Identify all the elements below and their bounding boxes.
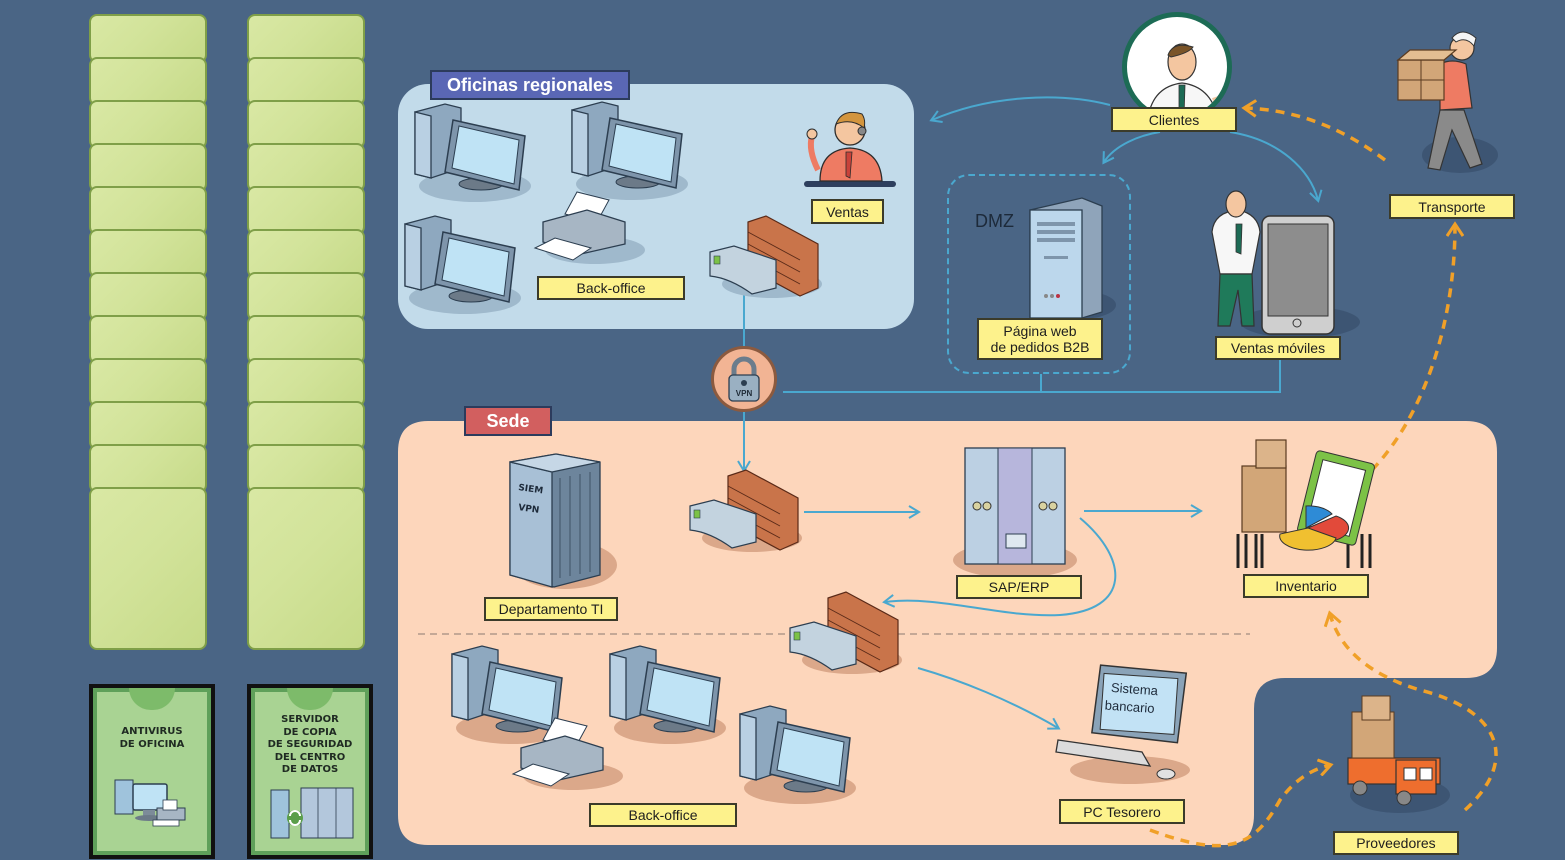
firewall-icon — [789, 591, 902, 674]
desktop-pc-icon — [739, 705, 856, 804]
line-tesorero-to-proveedores — [1149, 765, 1330, 848]
rack-tag-siem: SIEM — [518, 483, 544, 496]
card-title: SERVIDOR DE COPIA DE SEGURIDAD DEL CENTR… — [267, 714, 353, 775]
bank-screen-text: bancario — [1104, 698, 1155, 716]
line-inventario-to-transport — [1370, 225, 1455, 472]
desktop-pc-icon — [451, 645, 568, 744]
hq-backoffice-label: Back-office — [589, 803, 737, 827]
stack-slot[interactable] — [89, 358, 207, 407]
line-proveedores-to-inventario — [1330, 614, 1498, 812]
stack-slot[interactable] — [247, 487, 365, 650]
inventory-icon — [1236, 439, 1375, 568]
pc-tesorero-label: PC Tesorero — [1059, 799, 1185, 824]
card-title: ANTIVIRUS DE OFICINA — [119, 726, 185, 750]
vpn-lock-button[interactable]: VPN — [711, 346, 777, 412]
firewall-icon — [689, 469, 802, 552]
line-firewall2-to-tesorero — [917, 667, 1061, 730]
line-clientes-to-dmz — [1102, 131, 1161, 165]
proveedores-label: Proveedores — [1333, 831, 1459, 855]
line-clientes-to-mobile — [1229, 131, 1323, 203]
stack-2 — [247, 14, 365, 650]
line-transport-to-clientes — [1245, 108, 1387, 162]
line-erp-to-firewall2 — [882, 517, 1117, 617]
stack-slot[interactable] — [89, 143, 207, 192]
regional-backoffice-label: Back-office — [537, 276, 685, 300]
stack-slot[interactable] — [89, 57, 207, 106]
stack-slot[interactable] — [247, 315, 365, 364]
box-icon — [1396, 49, 1458, 101]
stack-1 — [89, 14, 207, 650]
desktop-pc-icon — [609, 645, 726, 744]
dmz-zone — [947, 174, 1131, 374]
sales-agent-icon — [804, 111, 896, 187]
stack-slot[interactable] — [247, 229, 365, 278]
stack-slot[interactable] — [247, 14, 365, 63]
erp-server-icon — [953, 447, 1077, 578]
server-rack-icon: SIEM VPN — [509, 453, 617, 589]
sap-erp-label: SAP/ERP — [956, 575, 1082, 599]
clientes-label: Clientes — [1111, 107, 1237, 132]
hq-title: Sede — [464, 406, 552, 436]
card-notch — [129, 688, 175, 710]
dmz-title: DMZ — [975, 211, 1014, 231]
desktop-pc-icon — [571, 101, 688, 200]
it-department-label: Departamento TI — [484, 597, 618, 621]
desktop-pc-icon — [414, 103, 531, 202]
rack-tag-vpn: VPN — [518, 503, 540, 516]
b2b-webpage-label: Página web de pedidos B2B — [977, 318, 1103, 360]
card-backup-server[interactable]: SERVIDOR DE COPIA DE SEGURIDAD DEL CENTR… — [247, 684, 373, 859]
backup-server-icon — [270, 787, 354, 839]
stack-slot[interactable] — [89, 487, 207, 650]
line-clientes-to-regional — [929, 96, 1111, 123]
regional-ventas-label: Ventas — [811, 199, 884, 224]
printer-icon — [533, 191, 645, 264]
bank-screen-text: Sistema — [1111, 680, 1160, 698]
inventario-label: Inventario — [1243, 574, 1369, 598]
printer-icon — [511, 717, 623, 790]
card-notch — [287, 688, 333, 710]
supplier-truck-icon — [1347, 695, 1450, 813]
stack-slot[interactable] — [89, 272, 207, 321]
line-vpn-to-dmz — [783, 355, 1281, 393]
vpn-label: VPN — [735, 389, 753, 398]
ventas-moviles-label: Ventas móviles — [1215, 336, 1341, 360]
firewall-icon — [709, 215, 822, 298]
stack-slot[interactable] — [247, 100, 365, 149]
lock-icon — [728, 356, 760, 402]
regional-offices-title: Oficinas regionales — [430, 70, 630, 100]
bank-pc-icon: Sistema bancario — [1055, 664, 1190, 784]
transporte-label: Transporte — [1389, 194, 1515, 219]
stack-slot[interactable] — [89, 444, 207, 493]
stack-slot[interactable] — [89, 315, 207, 364]
office-pc-printer-icon — [114, 779, 186, 827]
card-antivirus[interactable]: ANTIVIRUS DE OFICINA — [89, 684, 215, 859]
desktop-pc-icon — [404, 215, 521, 314]
